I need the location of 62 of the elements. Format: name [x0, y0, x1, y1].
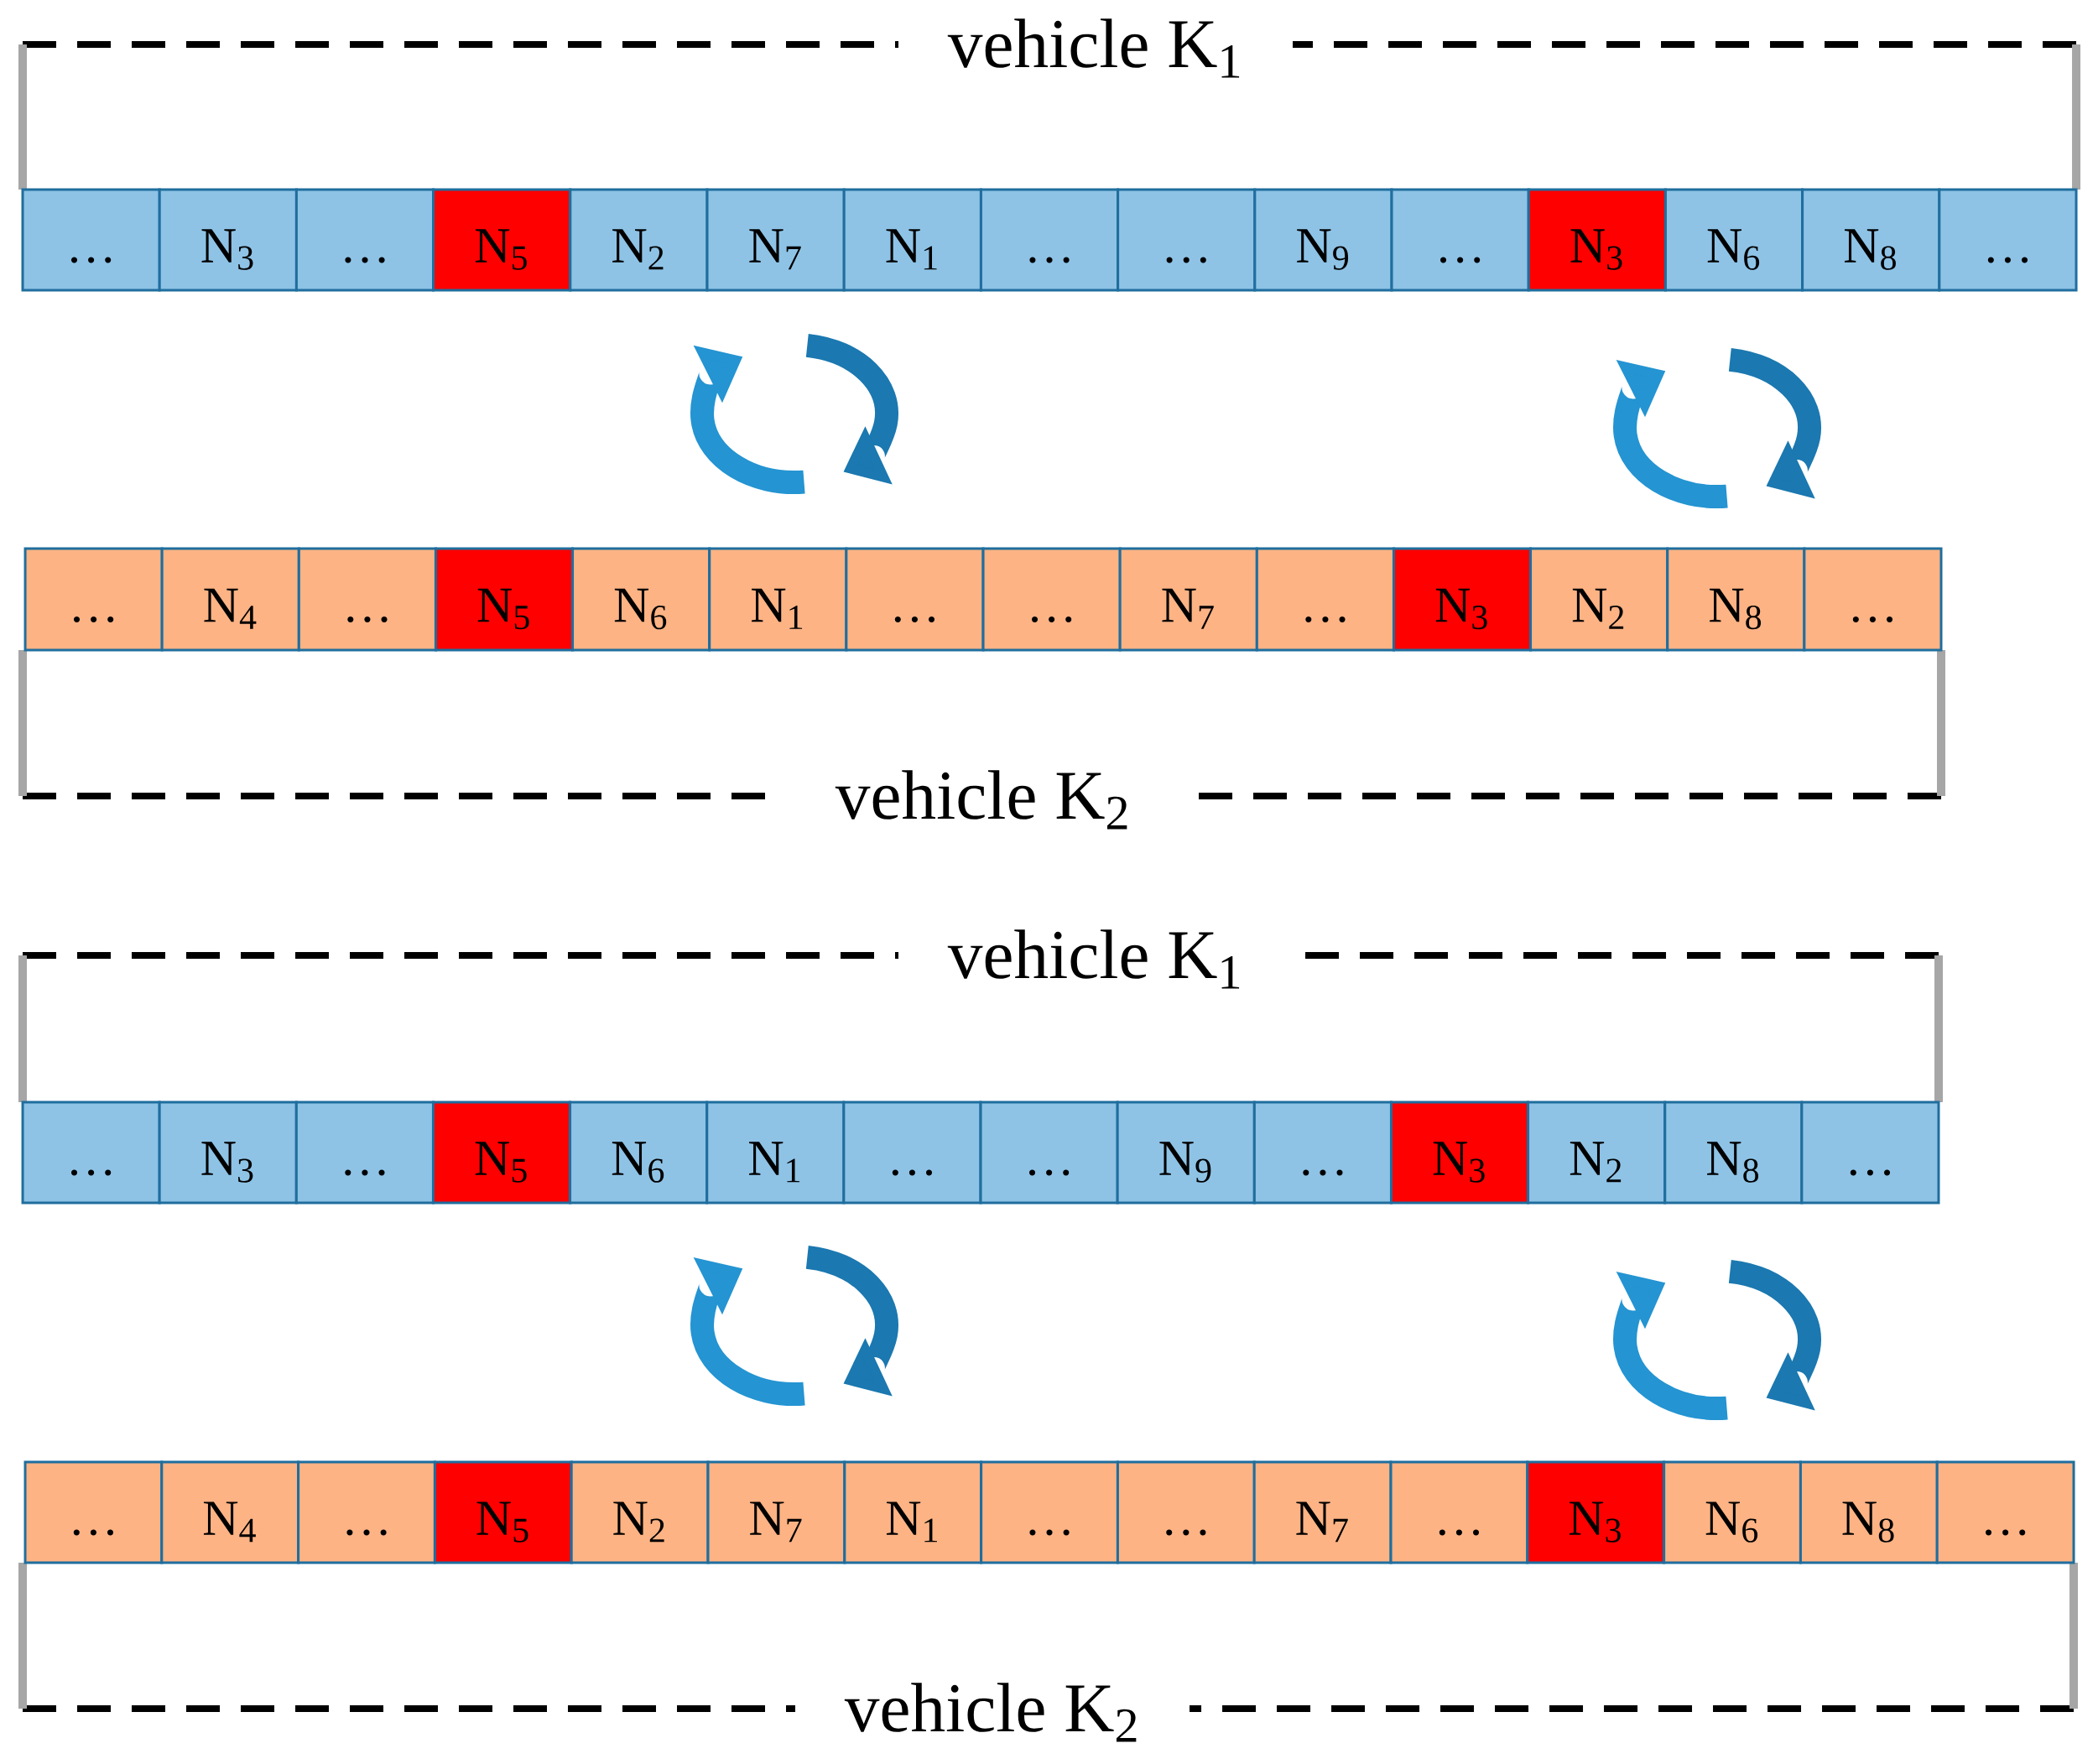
route-cell: N$_{7}$	[1252, 1460, 1393, 1564]
route-cell: …	[981, 547, 1122, 652]
route-cell: N$_{4}$	[160, 547, 300, 652]
vehicle-label: vehicle K$_{1}$	[947, 18, 1240, 78]
vehicle-label: vehicle K$_{1}$	[947, 929, 1240, 989]
route-cell: N$_{4}$	[160, 1460, 300, 1564]
highlighted-cell: N$_{3}$	[1527, 188, 1667, 292]
route-cell: N$_{2}$	[1529, 547, 1669, 652]
route-cell: N$_{8}$	[1799, 1460, 1939, 1564]
route-cell: …	[980, 1460, 1119, 1564]
route-cell: …	[1116, 1460, 1256, 1564]
route-cell: N$_{2}$	[1527, 1101, 1667, 1205]
route-cell: …	[297, 1460, 436, 1564]
route-cell: …	[294, 1101, 435, 1205]
route-cell: …	[1117, 188, 1257, 292]
route-cell: N$_{1}$	[843, 1460, 983, 1564]
highlighted-cell: N$_{3}$	[1392, 547, 1533, 652]
route-cell: …	[842, 1101, 982, 1205]
route-cell: …	[1390, 188, 1530, 292]
route-cell: …	[21, 1101, 161, 1205]
route-cell: N$_{2}$	[570, 1460, 710, 1564]
route-cell: N$_{9}$	[1253, 188, 1393, 292]
route-cell: …	[1252, 1101, 1393, 1205]
route-cell: N$_{3}$	[158, 1101, 298, 1205]
highlighted-cell: N$_{5}$	[434, 547, 575, 652]
route-cell: N$_{6}$	[571, 547, 711, 652]
route-cell: N$_{8}$	[1663, 1101, 1804, 1205]
route-cell: …	[294, 188, 435, 292]
route-cell: …	[21, 188, 161, 292]
vehicle-label: vehicle K$_{2}$	[835, 770, 1127, 830]
route-cell: …	[23, 547, 164, 652]
route-cell: N$_{3}$	[158, 188, 298, 292]
route-cell: N$_{6}$	[569, 1101, 709, 1205]
route-cell: N$_{8}$	[1801, 188, 1941, 292]
route-cell: …	[1938, 188, 2078, 292]
route-cell: …	[979, 188, 1120, 292]
route-cell: …	[1800, 1101, 1940, 1205]
route-cell: N$_{9}$	[1116, 1101, 1256, 1205]
route-cell: …	[979, 1101, 1119, 1205]
route-cell: …	[297, 547, 437, 652]
route-cell: …	[1935, 1460, 2075, 1564]
route-cell: N$_{7}$	[705, 188, 846, 292]
route-cell: …	[23, 1460, 164, 1564]
route-cell: …	[845, 547, 985, 652]
route-cell: N$_{1}$	[842, 188, 982, 292]
route-cell: N$_{7}$	[1118, 547, 1258, 652]
highlighted-cell: N$_{3}$	[1389, 1101, 1530, 1205]
route-cell: N$_{1}$	[705, 1101, 846, 1205]
route-cell: …	[1803, 547, 1943, 652]
highlighted-cell: N$_{5}$	[432, 188, 572, 292]
highlighted-cell: N$_{5}$	[433, 1460, 573, 1564]
highlighted-cell: N$_{5}$	[431, 1101, 572, 1205]
route-cell: N$_{2}$	[569, 188, 709, 292]
vehicle-label: vehicle K$_{2}$	[844, 1683, 1137, 1742]
route-cell: …	[1389, 1460, 1529, 1564]
route-cell: N$_{6}$	[1663, 188, 1804, 292]
route-cell: N$_{6}$	[1663, 1460, 1802, 1564]
route-cell: N$_{8}$	[1666, 547, 1806, 652]
highlighted-cell: N$_{3}$	[1526, 1460, 1666, 1564]
route-cell: N$_{7}$	[706, 1460, 846, 1564]
route-cell: …	[1255, 547, 1395, 652]
route-cell: N$_{1}$	[708, 547, 848, 652]
